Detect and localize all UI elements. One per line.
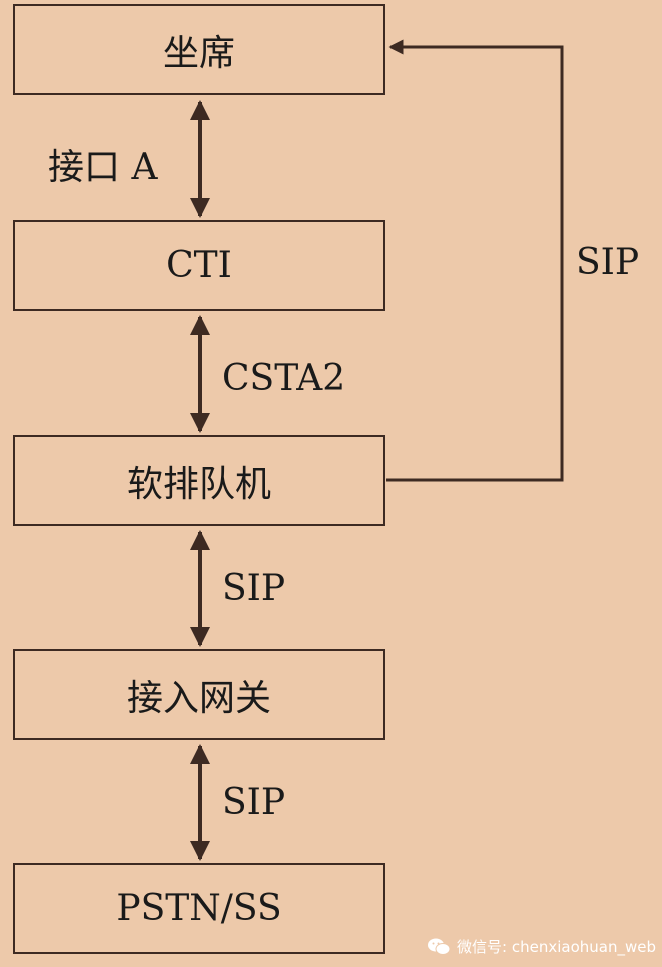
watermark-text: 微信号: chenxiaohuan_web bbox=[457, 938, 656, 956]
node-pstn: PSTN/SS bbox=[13, 863, 385, 954]
edge-label-agent-cti: 接口 A bbox=[48, 147, 158, 188]
node-softswitch-label: 软排队机 bbox=[126, 463, 271, 505]
node-gateway-label: 接入网关 bbox=[126, 677, 271, 719]
watermark: 微信号: chenxiaohuan_web bbox=[427, 936, 656, 957]
edge-label-gateway-pstn: SIP bbox=[222, 782, 286, 823]
node-pstn-label: PSTN/SS bbox=[116, 888, 282, 929]
node-cti: CTI bbox=[13, 220, 385, 311]
arrow-softswitch-agent bbox=[386, 39, 564, 482]
edge-label-softswitch-gateway: SIP bbox=[222, 568, 286, 609]
node-agent: 坐席 bbox=[13, 4, 385, 95]
node-cti-label: CTI bbox=[166, 245, 232, 286]
node-gateway: 接入网关 bbox=[13, 649, 385, 740]
edge-label-softswitch-agent: SIP bbox=[576, 242, 640, 283]
wechat-icon bbox=[428, 938, 451, 955]
node-softswitch: 软排队机 bbox=[13, 435, 385, 526]
edge-label-cti-softswitch: CSTA2 bbox=[222, 358, 346, 399]
node-agent-label: 坐席 bbox=[162, 32, 235, 74]
